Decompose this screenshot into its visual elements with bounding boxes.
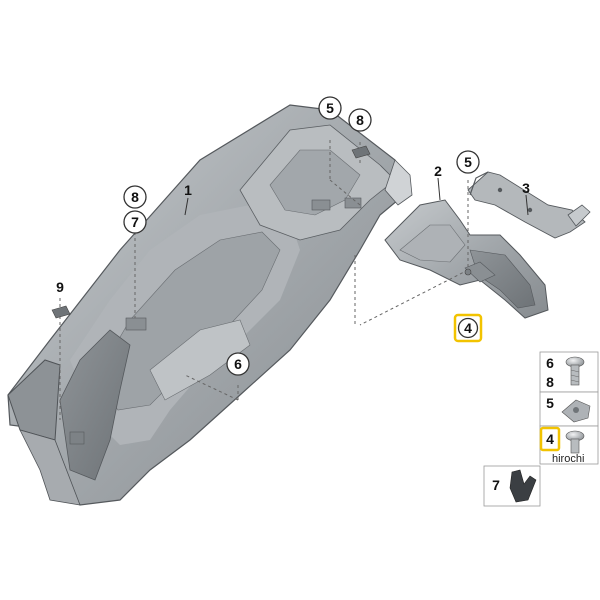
- svg-text:8: 8: [356, 112, 364, 128]
- callout-7-left: 7: [123, 210, 147, 234]
- leader-lines: [184, 177, 529, 216]
- legend-label-7: 7: [492, 477, 500, 493]
- label-1: 1: [184, 182, 192, 198]
- svg-text:8: 8: [131, 189, 139, 205]
- svg-text:4: 4: [464, 320, 472, 336]
- callout-8-left: 8: [123, 185, 147, 209]
- cover-part: [384, 199, 549, 319]
- assembly-lines: [59, 140, 469, 420]
- legend-label-8: 8: [546, 374, 554, 390]
- callout-6: 6: [226, 352, 250, 376]
- label-9: 9: [56, 279, 64, 295]
- legend-label-4: 4: [546, 431, 554, 447]
- callout-4-highlight: 4: [453, 313, 483, 343]
- rear-fender-part: [7, 104, 413, 506]
- screw-icon: [565, 356, 585, 386]
- screw-short-icon: [565, 430, 585, 454]
- label-3: 3: [522, 180, 530, 196]
- clip-nut-icon: [561, 399, 591, 423]
- legend-label-5: 5: [546, 395, 554, 411]
- svg-text:7: 7: [131, 214, 139, 230]
- svg-text:5: 5: [326, 100, 334, 116]
- svg-text:6: 6: [234, 356, 242, 372]
- legend-panel: 6 8 5 4 hirochi 7: [483, 351, 599, 507]
- callout-8-upper: 8: [348, 108, 372, 132]
- clip-icon: [509, 469, 537, 503]
- fastener-marks: [51, 145, 472, 319]
- callout-5-upper: 5: [318, 96, 342, 120]
- callout-5-right: 5: [456, 150, 480, 174]
- label-2: 2: [434, 163, 442, 179]
- svg-text:5: 5: [464, 154, 472, 170]
- watermark: hirochi: [552, 453, 584, 465]
- legend-label-6: 6: [546, 355, 554, 371]
